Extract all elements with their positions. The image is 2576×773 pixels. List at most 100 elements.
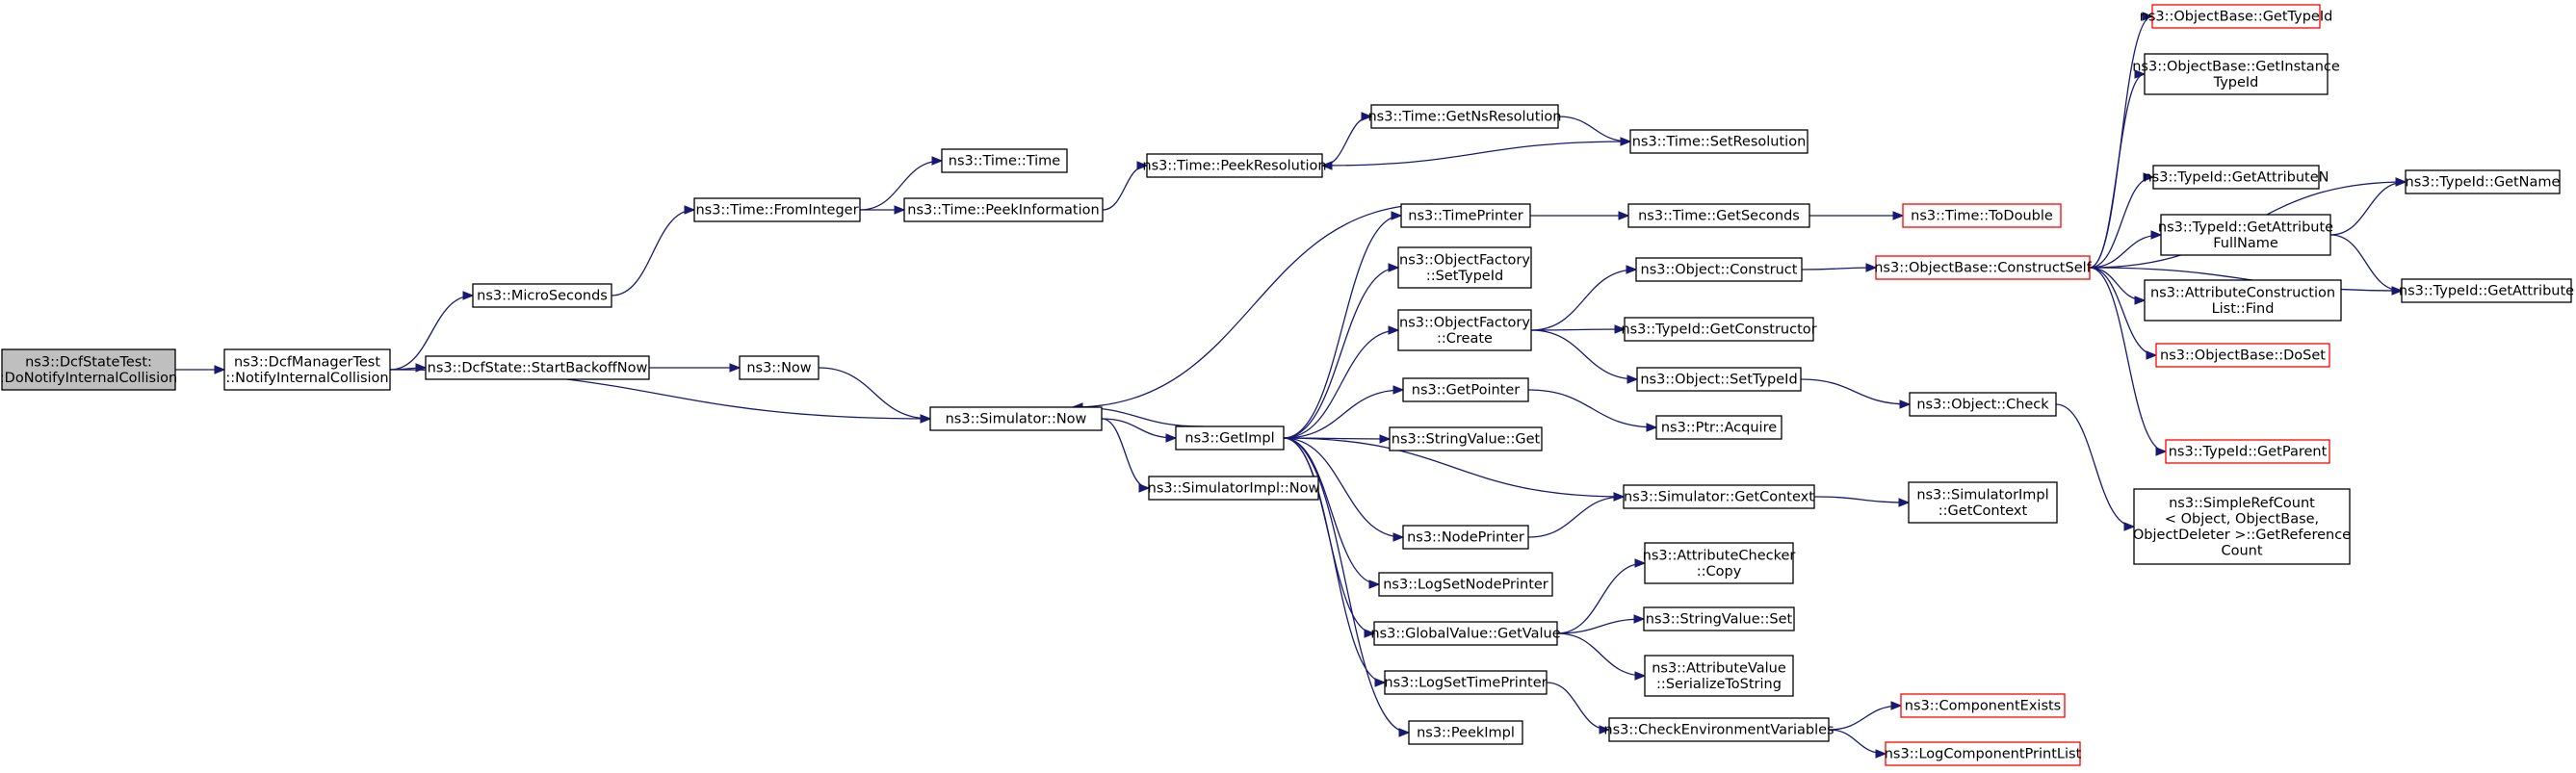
edge-line [1556,632,1646,677]
edge-arrowhead [462,291,475,300]
graph-node[interactable]: ns3::Now [739,355,820,380]
graph-node[interactable]: ns3::LogSetTimePrinter [1384,670,1548,695]
node-label: ns3::LogSetTimePrinter [1384,676,1547,691]
graph-node[interactable]: ns3::TypeId::GetAttributeN [2143,165,2329,190]
graph-node[interactable]: ns3::SimulatorImpl::Now [1148,476,1320,501]
graph-node[interactable]: ns3::Object::Construct [1635,257,1803,282]
graph-edge [389,291,475,371]
graph-node[interactable]: ns3::MicroSeconds [472,283,612,308]
node-label: ns3::CheckEnvironmentVariables [1603,723,1834,738]
node-box [2401,278,2572,303]
node-box [1644,655,1794,697]
graph-edge [1828,701,1903,731]
graph-node[interactable]: ns3::Time::PeekResolution [1142,153,1327,178]
graph-node[interactable]: ns3::Simulator::GetContext [1623,484,1815,509]
graph-node[interactable]: ns3::LogSetNodePrinter [1378,572,1553,597]
edge-arrowhead [1165,433,1178,443]
edge-arrowhead [1388,263,1400,272]
node-label: ::NotifyInternalCollision [225,371,388,386]
node-label: FullName [2213,236,2278,251]
graph-edge [1101,418,1178,443]
graph-node[interactable]: ns3::TypeId::GetParent [2165,439,2330,464]
node-box [1397,309,1532,351]
graph-node[interactable]: ns3::Time::ToDouble [1902,203,2062,228]
graph-edge [1530,211,1630,220]
graph-node[interactable]: ns3::TimePrinter [1400,203,1531,228]
graph-node[interactable]: ns3::ObjectFactory::Create [1397,309,1532,351]
node-label: ns3::DcfState::StartBackoffNow [428,361,648,376]
edge-line [1283,389,1404,439]
node-box [1402,525,1529,550]
node-label: ObjectDeleter >::GetReference [2133,528,2351,543]
graph-edge [1320,141,1631,170]
node-box [2133,488,2351,565]
graph-node[interactable]: ns3::Time::FromInteger [693,197,861,222]
edge-line [1527,389,1657,428]
node-box [1908,481,2058,524]
graph-node[interactable]: ns3::SimulatorImpl::GetContext [1908,481,2058,524]
graph-node[interactable]: ns3::GlobalValue::GetValue [1370,621,1561,646]
graph-node[interactable]: ns3::AttributeValue::SerializeToString [1644,655,1794,697]
graph-node[interactable]: ns3::LogComponentPrintList [1885,741,2082,766]
node-box [1146,153,1323,178]
node-box [1900,693,2066,718]
graph-node[interactable]: ns3::DcfStateTest::DoNotifyInternalColli… [0,348,177,391]
graph-node[interactable]: ns3::ComponentExists [1900,693,2066,718]
graph-node[interactable]: ns3::Time::GetNsResolution [1367,104,1562,129]
graph-node[interactable]: ns3::StringValue::Set [1643,606,1795,631]
graph-node[interactable]: ns3::AttributeChecker::Copy [1643,542,1796,584]
graph-node[interactable]: ns3::DcfState::StartBackoffNow [425,355,650,380]
graph-node[interactable]: ns3::ObjectFactory::SetTypeId [1397,246,1532,289]
graph-node[interactable]: ns3::GetImpl [1175,425,1285,451]
graph-node[interactable]: ns3::TypeId::GetAttribute [2399,278,2574,303]
edge-line [1283,437,1625,498]
node-label: ns3::Time::PeekInformation [907,203,1099,219]
node-box [1623,484,1815,509]
graph-edge [1809,211,1905,220]
edge-line [1102,165,1148,211]
graph-node[interactable]: ns3::Time::SetResolution [1629,129,1808,154]
graph-node[interactable]: ns3::DcfManagerTest::NotifyInternalColli… [223,348,391,391]
graph-node[interactable]: ns3::Simulator::Now [929,406,1103,431]
graph-node[interactable]: ns3::Ptr::Acquire [1655,415,1782,440]
graph-edge [2055,403,2136,531]
graph-node[interactable]: ns3::Object::SetTypeId [1636,367,1802,392]
node-label: ns3::Time::FromInteger [695,203,858,219]
node-label: ns3::Time::SetResolution [1632,135,1807,150]
graph-edge [2089,69,2147,269]
node-label: ns3::TypeId::GetAttribute [2158,219,2333,235]
graph-node[interactable]: ns3::GetPointer [1402,377,1529,402]
graph-node[interactable]: ns3::TypeId::GetConstructor [1621,317,1817,342]
graph-node[interactable]: ns3::NodePrinter [1402,525,1529,550]
edge-arrowhead [2134,296,2147,305]
graph-node[interactable]: ns3::CheckEnvironmentVariables [1603,717,1834,742]
edge-arrowhead [1898,498,1911,507]
node-label: ns3::GetPointer [1412,383,1521,399]
graph-node[interactable]: ns3::Time::Time [941,148,1068,173]
graph-node[interactable]: ns3::SimpleRefCount< Object, ObjectBase,… [2133,488,2351,565]
edge-line [1556,562,1646,634]
edge-arrowhead [1374,678,1387,687]
node-box [472,283,612,308]
graph-edge [1800,378,1912,409]
node-label: ns3::LogComponentPrintList [1885,747,2082,762]
node-box [1643,606,1795,631]
graph-edge [1283,325,1400,439]
graph-node[interactable]: ns3::Object::Check [1909,392,2057,417]
node-label: ns3::Time::Time [949,154,1061,169]
graph-node[interactable]: ns3::ObjectBase::ConstructSelf [1874,255,2093,280]
graph-node[interactable]: ns3::ObjectBase::DoSet [2155,343,2330,368]
graph-node[interactable]: ns3::Time::GetSeconds [1627,203,1810,228]
node-label: ns3::DcfManagerTest [234,354,380,370]
node-box [1624,317,1814,342]
graph-node[interactable]: ns3::PeekImpl [1408,720,1523,745]
node-box [425,355,650,380]
graph-node[interactable]: ns3::ObjectBase::GetTypeId [2140,4,2333,29]
graph-node[interactable]: ns3::TypeId::GetName [2405,169,2561,194]
graph-node[interactable]: ns3::Time::PeekInformation [903,197,1104,222]
graph-node[interactable]: ns3::StringValue::Get [1389,426,1543,451]
